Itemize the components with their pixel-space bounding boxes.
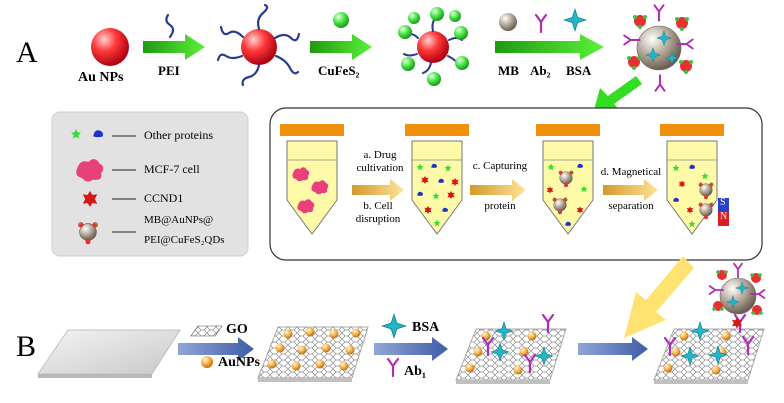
au-nanoparticle [91, 28, 129, 66]
pei-arrow [143, 34, 205, 60]
step-d-label-top: d. Magnetical [600, 166, 662, 178]
legend-probe-line1: MB@AuNPs@ [144, 214, 214, 226]
cufes2-arrow [310, 34, 372, 60]
ab1-label: Ab₁ [404, 364, 427, 379]
glass-slide [37, 329, 181, 378]
step-a-label: a. Drug cultivation [354, 149, 406, 175]
ab2-label: Ab₂ [530, 63, 551, 78]
step-a-line1: a. Drug [363, 149, 397, 161]
legend-mcf7-cell: MCF-7 cell [144, 162, 200, 176]
gold-arrow-ab [352, 179, 404, 201]
bsa-b-icon [381, 313, 407, 339]
magnet [718, 198, 729, 226]
mb-bead-icon [499, 13, 517, 31]
aunps-label: AuNPs [218, 355, 261, 370]
step-c-label-top: c. Capturing [472, 160, 528, 172]
ab2-antibody-icon [534, 13, 548, 34]
step-d-label-bottom: separation [608, 200, 654, 212]
tube-3 [536, 124, 600, 235]
pei-label: PEI [158, 63, 180, 78]
ab1-slide [455, 313, 567, 384]
au-pei-cufes2-particle [398, 7, 469, 86]
cufes2-label: CuFeS₂ [318, 63, 360, 78]
yellow-down-arrow [624, 256, 694, 338]
cufes2-qd-icon [333, 12, 349, 28]
bsa-icon [563, 8, 587, 32]
legend-box [51, 111, 249, 257]
pei-molecule-icon [165, 13, 175, 39]
go-sheet-icon [190, 325, 223, 337]
bsa-b-label: BSA [412, 320, 440, 335]
magnet-s-label: S [720, 197, 726, 208]
go-aunp-slide [257, 326, 369, 382]
legend-probe-line2: PEI@CuFeS₂QDs [144, 234, 225, 246]
tube-4 [660, 124, 724, 235]
go-aunps-arrow [178, 337, 254, 361]
aunp-icon [201, 356, 213, 368]
step-b-line2: disruption [355, 213, 401, 225]
bsa-label: BSA [566, 63, 592, 78]
mb-label: MB [498, 63, 519, 78]
ab1-antibody-icon [386, 357, 400, 378]
panel-b-letter: B [16, 330, 37, 363]
down-green-arrow [592, 76, 642, 117]
tube-2 [405, 124, 469, 235]
final-blue-arrow [578, 337, 648, 361]
tube-1 [280, 124, 344, 235]
bsa-ab1-arrow [374, 337, 448, 361]
legend-other-proteins: Other proteins [144, 128, 213, 142]
au-nps-label: Au NPs [78, 70, 124, 85]
gold-arrow-c [470, 179, 526, 201]
step-a-line2: cultivation [356, 162, 404, 174]
gold-arrow-d [603, 179, 658, 201]
step-b-label: b. Cell disruption [352, 200, 404, 226]
step-b-line1: b. Cell [363, 200, 393, 212]
au-pei-particle [216, 3, 301, 87]
probe-complex [623, 4, 694, 92]
mb-ab2-bsa-arrow [495, 34, 604, 60]
detection-slide [653, 262, 766, 384]
step-c-label-bottom: protein [484, 200, 516, 212]
magnet-n-label: N [720, 211, 728, 222]
go-label: GO [226, 322, 248, 337]
legend-ccnd1: CCND1 [144, 191, 184, 205]
panel-a-letter: A [16, 36, 38, 69]
